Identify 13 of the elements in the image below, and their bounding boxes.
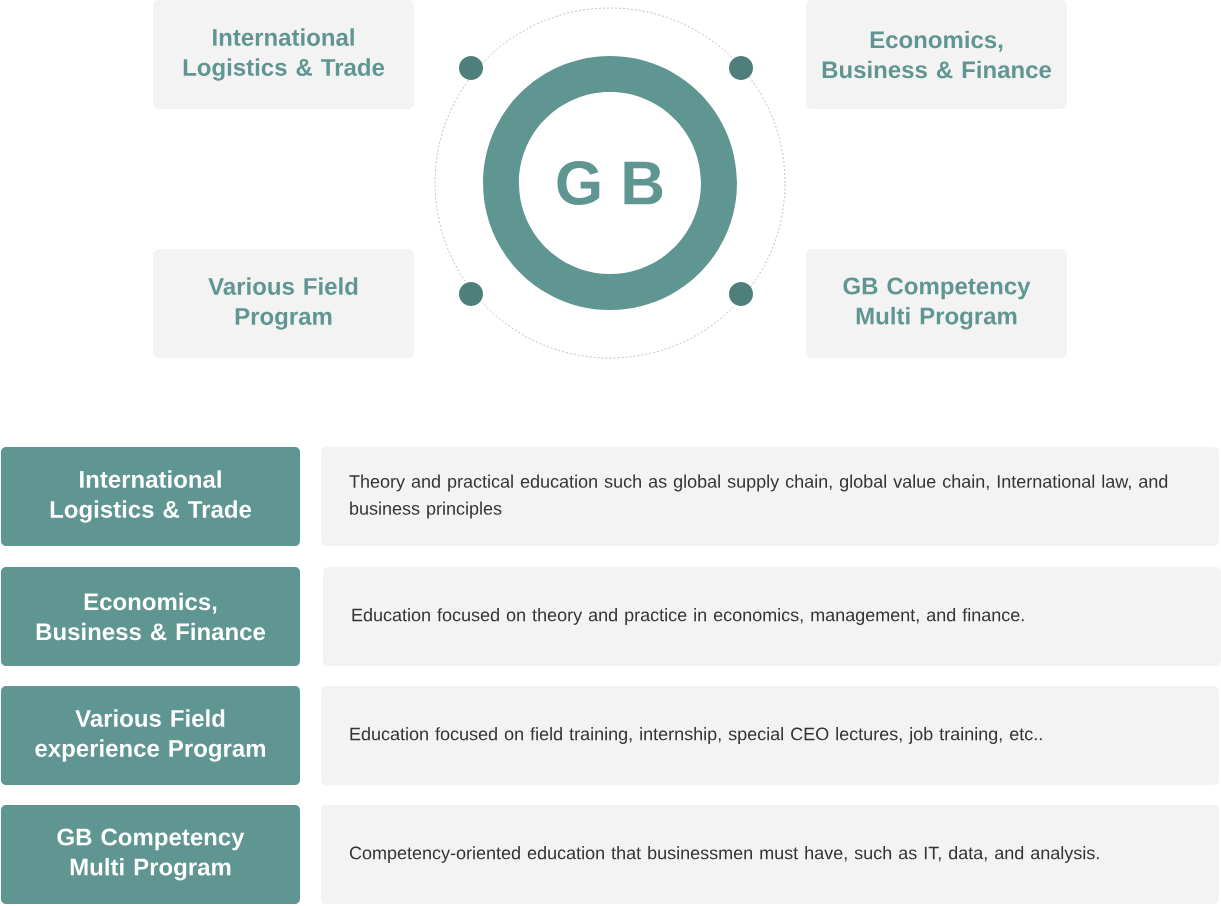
ring-badge: G B — [483, 56, 737, 310]
program-tab: GB Competency Multi Program — [1, 805, 300, 904]
program-tab: International Logistics & Trade — [1, 447, 300, 546]
category-box: Economics, Business & Finance — [806, 0, 1067, 109]
program-tab: Various Field experience Program — [1, 686, 300, 785]
program-tab: Economics, Business & Finance — [1, 567, 300, 666]
category-box: International Logistics & Trade — [153, 0, 414, 109]
description-box: Competency-oriented education that businessmen must have, such as IT, data, and analysis. — [321, 805, 1219, 904]
description-box: Theory and practical education such as global supply chain, global value chain, International law, and business principles — [321, 447, 1219, 546]
category-box: Various Field Program — [153, 249, 414, 358]
category-box: GB Competency Multi Program — [806, 249, 1067, 358]
description-box: Education focused on theory and practice in economics, management, and finance. — [323, 567, 1221, 666]
description-box: Education focused on field training, internship, special CEO lectures, job training, etc.. — [321, 686, 1219, 785]
